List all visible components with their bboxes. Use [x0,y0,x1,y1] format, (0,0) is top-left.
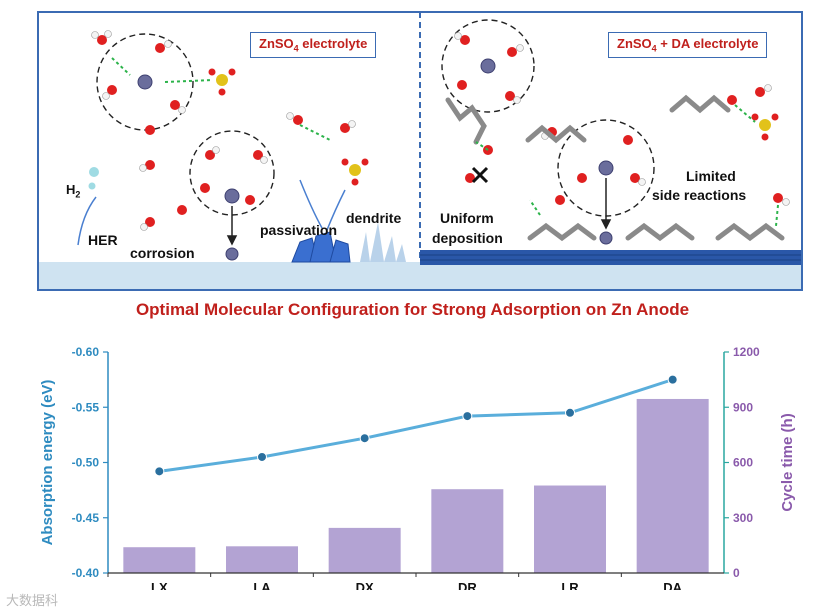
label-h2: H2 [66,182,81,200]
x-tick-label-lx: LX [151,580,168,590]
label-dendrite: dendrite [346,210,402,226]
bar-lr [534,485,606,573]
energy-point-dr [462,411,473,422]
label-uniform: Uniform [440,210,494,226]
label-side-reactions: side reactions [652,187,747,203]
right-tick-label: 1200 [733,345,760,359]
x-tick-label-da: DA [663,580,682,590]
figure-title: Optimal Molecular Configuration for Stro… [135,300,690,319]
blocked-x-icon [471,166,489,184]
downward-arrows [226,178,612,246]
bar-dx [328,527,401,573]
hydrogen-bonds [111,57,779,227]
zn-ions [137,58,614,261]
x-tick-label-la: LA [253,580,271,590]
label-her: HER [88,232,118,248]
energy-point-da [667,374,678,385]
x-tick-label-dx: DX [356,580,374,590]
dendrite-growth [360,222,406,262]
energy-point-dx [359,433,370,444]
watermark: 大数据科 [6,594,59,609]
uniform-zn-layer [420,250,801,265]
corrosion-pit [120,253,190,262]
energy-point-lr [565,407,575,418]
schematic-illustration [37,11,803,291]
label-deposition: deposition [432,230,503,246]
badge-znso4: ZnSO4 electrolyte [250,32,377,58]
da-molecule-chains [445,94,785,242]
right-tick-label: 0 [733,566,740,580]
bar-da [636,398,709,573]
label-passivation: passivation [260,222,338,238]
x-tick-label-dr: DR [458,580,477,590]
right-tick-label: 300 [733,511,753,525]
chart: -0.60 -0.55 -0.50 -0.45 -0.40 1200 900 600 300 0L… [39,345,796,590]
y-axis-label-right: Cycle time (h) [779,413,796,511]
right-tick-label: 900 [733,400,753,414]
left-tick-label: -0.60 [72,345,100,359]
zn-anode-surface [39,262,801,289]
water-molecules [91,30,790,231]
sulfate-ions [208,68,779,186]
label-limited: Limited [686,168,736,184]
energy-line [159,378,674,473]
right-tick-label: 600 [733,456,753,470]
blue-arrows [77,179,346,246]
left-tick-label: -0.50 [72,456,100,470]
badge-znso4-da: ZnSO4 + DA electrolyte [608,32,768,58]
bar-la [226,546,298,573]
energy-point-lx [154,466,165,477]
label-corrosion: corrosion [130,245,195,261]
energy-point-la [257,451,267,462]
x-tick-label-lr: LR [561,580,579,590]
uniform-zn-layer-lines [420,254,801,261]
h2-bubbles [88,167,99,190]
passivation-deposit [291,231,351,263]
bar-dr [431,489,504,573]
bar-lx [123,547,196,573]
y-axis-label-left: Absorption energy (eV) [39,380,56,546]
left-tick-label: -0.40 [72,566,100,580]
left-tick-label: -0.45 [72,511,100,525]
left-tick-label: -0.55 [72,400,100,414]
